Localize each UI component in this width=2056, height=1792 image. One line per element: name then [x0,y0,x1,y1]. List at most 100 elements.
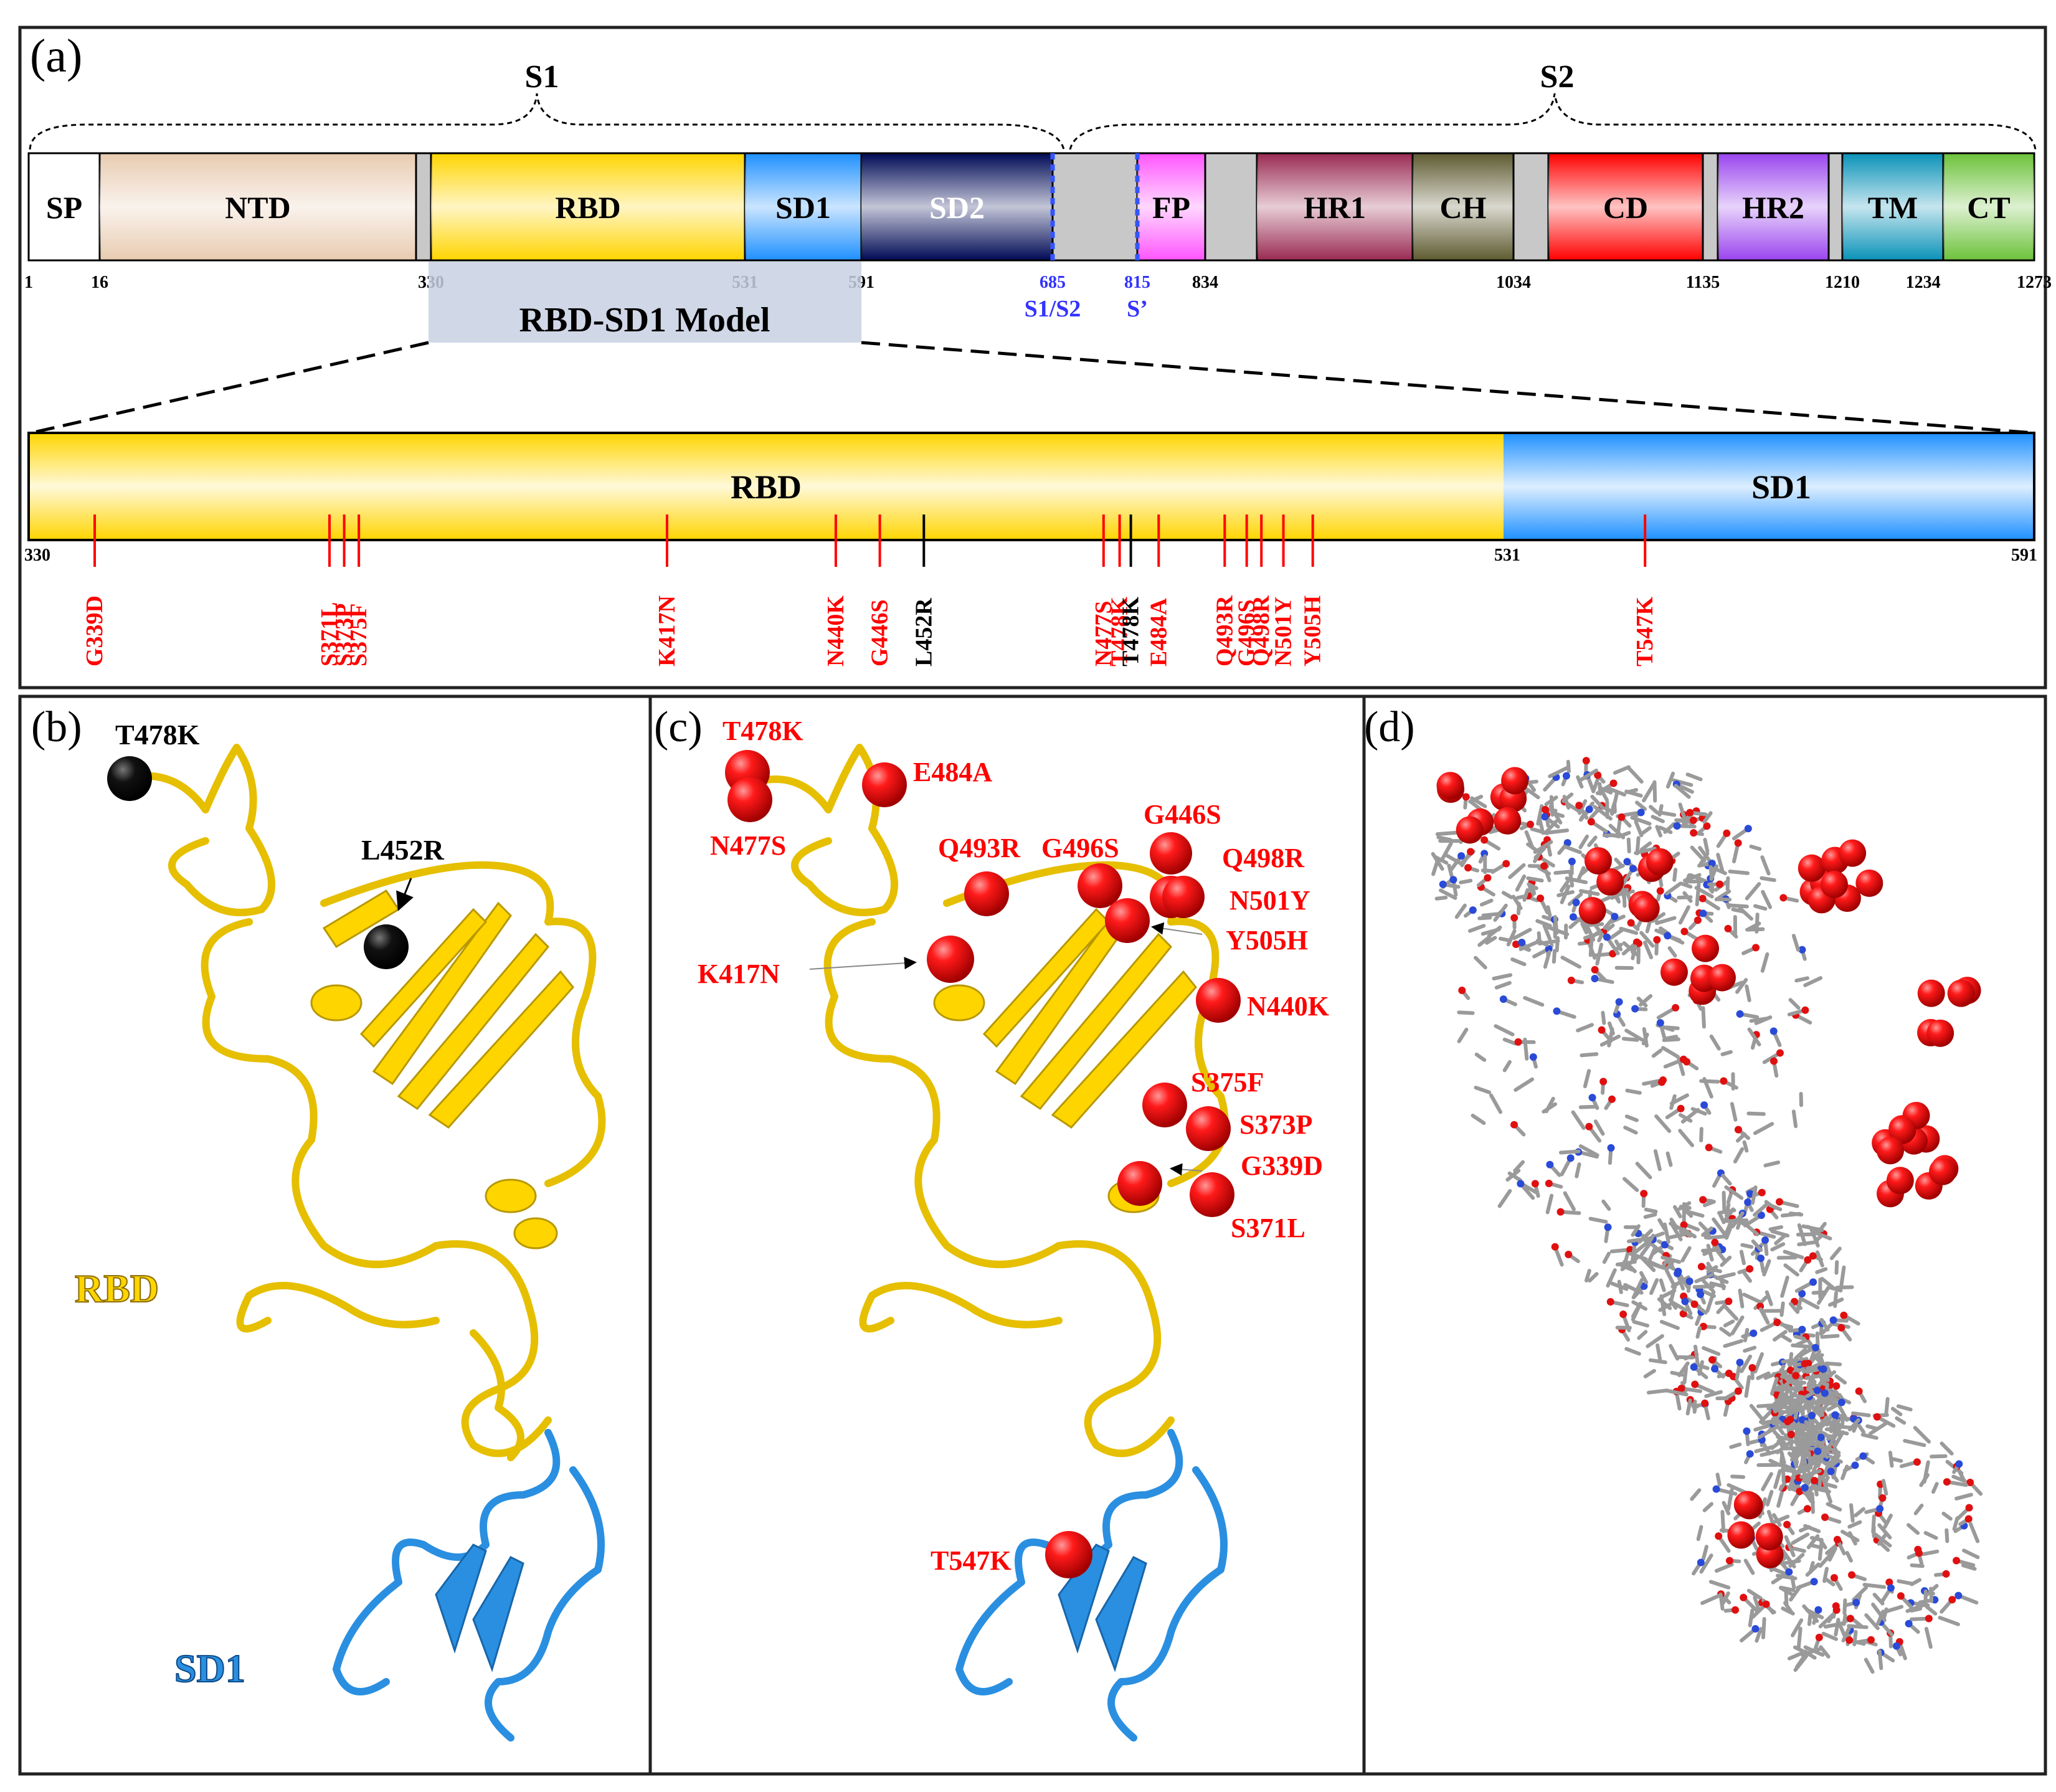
domain-sheen-ch [1413,153,1514,260]
bond [1723,1339,1744,1348]
tick-1234: 1234 [1906,273,1941,292]
bond [1773,1469,1782,1489]
bond [1533,846,1547,860]
bond [1925,1605,1938,1616]
bond [1653,1149,1662,1172]
oxygen-atom [1690,829,1698,837]
bond [1606,786,1627,797]
domain-label-sd1: SD1 [775,190,831,225]
t478k-ball-b [107,756,152,801]
bond [1824,1361,1842,1367]
nitrogen-atom [1439,880,1447,888]
nitrogen-atom [1585,805,1593,813]
mutation-label-l452r-7: L452R [911,598,937,666]
bond [1601,1010,1606,1025]
oxygen-atom [1510,1121,1518,1129]
bond [1616,817,1622,836]
bond [1431,859,1439,876]
rbd-ribbon-c [744,744,1229,1458]
bond [1815,1250,1824,1268]
bond [1673,1205,1682,1218]
bond [1719,1327,1732,1337]
bond [1802,1363,1820,1374]
bond [1907,1523,1920,1535]
model-highlight [429,262,861,343]
zoom-rbd-sheen [29,433,1504,540]
bond [1791,1447,1799,1464]
domain-label-cd: CD [1603,190,1648,225]
bond [1664,1268,1677,1289]
zoom-sd1-sheen [1504,433,2034,540]
bond [1548,766,1569,779]
bond [1682,1365,1689,1385]
bond [1816,1286,1831,1305]
oxygen-atom [1679,1055,1687,1063]
mutation-label-t478k-10: T478K [1118,597,1144,666]
bond [1721,1591,1730,1605]
bond [1913,1426,1931,1444]
bond [1613,801,1617,814]
oxygen-atom [1680,927,1689,936]
bond [1798,1347,1813,1358]
oxygen-atom [1484,874,1492,882]
bond [1553,870,1571,875]
bond [1730,1474,1746,1479]
bond [1840,1530,1860,1542]
bond [1720,1255,1732,1268]
nitrogen-atom [1887,1584,1895,1592]
bond [1628,1251,1648,1261]
domain-ticks: 1163305315916858158341034113512101234127… [24,273,2052,322]
bond [1757,1425,1779,1439]
domain-sheen-tm [1842,153,1943,260]
sd1-sheet-b [435,1543,524,1672]
bond [1583,1069,1591,1089]
mutation-atom-sphere [1877,1137,1905,1165]
label-t547k-c: T547K [931,1545,1011,1576]
bond [1435,830,1458,837]
bond [1877,1649,1883,1671]
bond [1791,1109,1798,1129]
rbd-ribbon-b [121,744,606,1461]
bond [1690,1488,1702,1501]
oxygen-atom [1925,1614,1933,1623]
bond [1614,939,1623,952]
label-g446s-c: G446S [1144,799,1221,830]
bond [1749,844,1762,851]
bond [1884,1396,1890,1415]
bond [1659,1278,1666,1292]
oxygen-atom [1786,1416,1794,1424]
bond [1679,881,1693,889]
bond [1659,1294,1667,1317]
bond [1781,1462,1786,1484]
tick-1034: 1034 [1496,273,1531,292]
oxygen-atom [1948,1596,1956,1604]
bond [1679,1229,1692,1238]
bond [1575,1162,1581,1178]
nitrogen-atom [1852,1598,1860,1606]
bond [1690,845,1707,863]
nitrogen-atom [1588,1094,1596,1102]
zoom-sd1-label: SD1 [1751,468,1811,506]
bond [1802,1488,1814,1504]
bond [1494,980,1512,990]
bond [1610,914,1626,924]
bond [1680,1206,1692,1216]
nitrogen-atom [1562,772,1570,780]
nitrogen-atom [1664,932,1672,940]
bond [1436,835,1452,842]
bond [1624,1028,1644,1042]
bond [1770,1242,1786,1252]
oxygen-atom [1832,1606,1840,1614]
oxygen-atom [1575,802,1583,810]
bond [1522,888,1530,902]
bond [1623,1177,1639,1192]
nitrogen-atom [1798,1325,1806,1334]
bond [1665,1259,1675,1271]
nitrogen-atom [1563,839,1571,847]
bond [1631,1278,1644,1299]
bond [1632,1240,1651,1256]
bond [1576,775,1584,789]
bond [1754,1444,1775,1454]
bond [1444,853,1465,867]
